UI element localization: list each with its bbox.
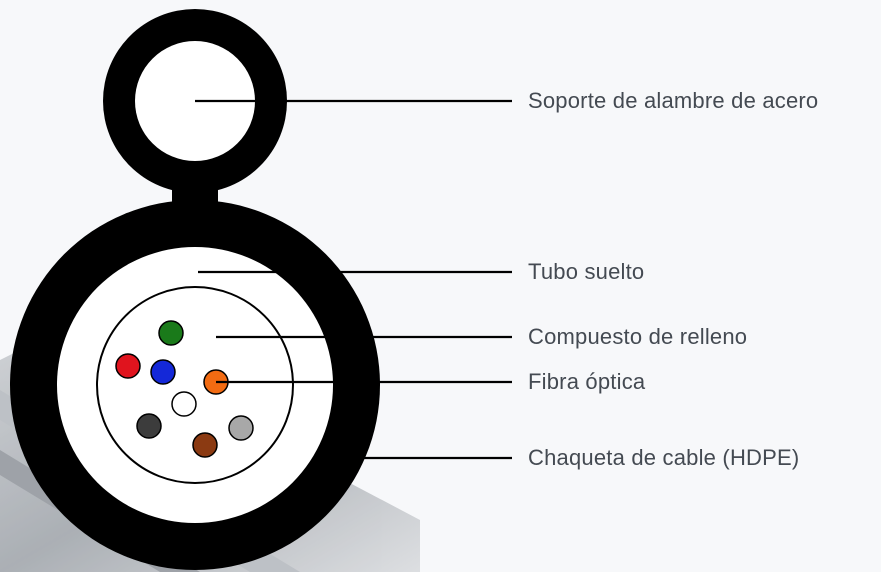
label-loose-tube: Tubo suelto — [528, 259, 645, 284]
fiber-blue — [150, 359, 176, 385]
filling-compound-boundary — [96, 286, 294, 484]
label-optical-fiber: Fibra óptica — [528, 369, 646, 394]
label-cable-jacket: Chaqueta de cable (HDPE) — [528, 445, 800, 470]
fiber-brown — [192, 432, 218, 458]
fiber-darkgray — [136, 413, 162, 439]
fiber-red — [115, 353, 141, 379]
loose-tube — [57, 247, 333, 523]
fiber-gray — [228, 415, 254, 441]
label-steel-wire-support: Soporte de alambre de acero — [528, 88, 819, 113]
fiber-green — [158, 320, 184, 346]
fiber-white — [171, 391, 197, 417]
label-filling-compound: Compuesto de relleno — [528, 324, 748, 349]
